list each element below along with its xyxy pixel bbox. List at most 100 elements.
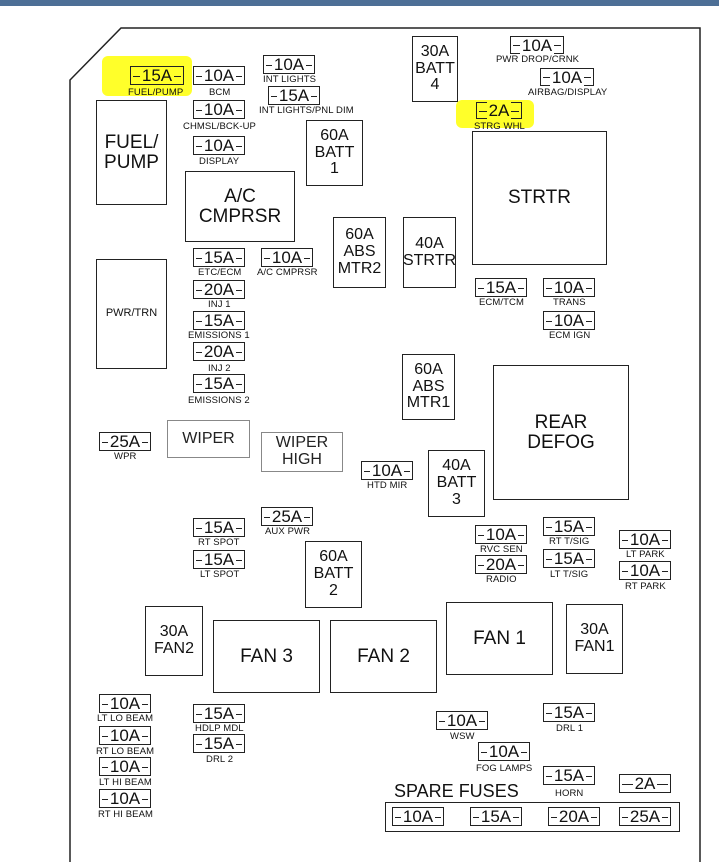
rt-lo-beam-fuse: 10A — [99, 726, 151, 745]
rt-hi-beam-amp: 10A — [107, 789, 143, 808]
lt-tsig-amp: 15A — [551, 549, 587, 568]
strg-whl-label: STRG WHL — [474, 121, 525, 132]
lt-hi-beam-fuse: 10A — [99, 757, 151, 776]
rvc-sen-label: RVC SEN — [480, 544, 523, 555]
rt-lo-beam-label: RT LO BEAM — [96, 746, 155, 757]
horn-fuse: 15A — [543, 766, 595, 785]
horn-label: HORN — [555, 788, 584, 799]
fuel-pump-relay-box: FUEL/ PUMP — [96, 100, 167, 205]
ac-cmprsr-fuse: 10A — [261, 248, 313, 267]
fan2-fuse-box: 30A FAN2 — [145, 606, 203, 676]
drl-2-fuse: 15A — [193, 734, 245, 753]
drl-2-amp: 15A — [201, 734, 237, 753]
bcm-fuse: 10A — [193, 66, 245, 85]
hdlp-mdl-fuse: 15A — [193, 704, 245, 723]
radio-label: RADIO — [486, 574, 517, 585]
trans-fuse: 10A — [543, 278, 595, 297]
aux-pwr-amp: 25A — [269, 507, 305, 526]
wsw-amp: 10A — [444, 711, 480, 730]
spare-2a-amp: 2A — [632, 774, 658, 793]
rear-defog-box: REAR DEFOG — [493, 365, 629, 500]
rvc-sen-fuse: 10A — [475, 525, 527, 544]
int-lights-label: INT LIGHTS — [263, 74, 317, 85]
lt-lo-beam-fuse: 10A — [99, 694, 151, 713]
rt-tsig-amp: 15A — [551, 517, 587, 536]
inj-2-label: INJ 2 — [208, 363, 231, 374]
pwr-drop-crnk-fuse: 10A — [510, 36, 564, 54]
abs-mtr2-box: 60A ABS MTR2 — [333, 217, 386, 288]
batt-3-box: 40A BATT 3 — [428, 450, 485, 517]
fan-1-box: FAN 1 — [446, 602, 553, 675]
lt-spot-fuse: 15A — [193, 550, 245, 569]
lt-lo-beam-amp: 10A — [107, 694, 143, 713]
strtr-fuse-box: 40A STRTR — [403, 217, 456, 288]
ecm-ign-amp: 10A — [551, 311, 587, 330]
etc-ecm-label: ETC/ECM — [198, 267, 242, 278]
wpr-amp: 25A — [107, 432, 143, 451]
wiper-box: WIPER — [167, 420, 250, 458]
airbag-display-fuse: 10A — [540, 68, 594, 86]
trans-label: TRANS — [553, 297, 586, 308]
fan-3-box: FAN 3 — [213, 620, 320, 693]
chmsl-bck-up-amp: 10A — [201, 100, 237, 119]
rt-park-fuse: 10A — [619, 561, 671, 580]
strg-whl-amp: 2A — [486, 101, 512, 120]
strg-whl-fuse: 2A — [476, 102, 522, 119]
batt-2-box: 60A BATT 2 — [305, 541, 362, 608]
trans-amp: 10A — [551, 278, 587, 297]
wiper-high-box: WIPER HIGH — [261, 432, 343, 472]
rt-lo-beam-amp: 10A — [107, 726, 143, 745]
rvc-sen-amp: 10A — [483, 525, 519, 544]
ecm-tcm-label: ECM/TCM — [479, 297, 525, 308]
batt-1-box: 60A BATT 1 — [306, 120, 363, 186]
int-lights-pnl-dim-amp: 15A — [276, 86, 312, 105]
rt-hi-beam-label: RT HI BEAM — [98, 809, 154, 820]
fog-lamps-label: FOG LAMPS — [476, 763, 533, 774]
rt-spot-amp: 15A — [201, 518, 237, 537]
display-label: DISPLAY — [199, 156, 240, 167]
spare-fuses-tray — [385, 802, 680, 832]
ecm-tcm-fuse: 15A — [475, 278, 527, 297]
lt-tsig-label: LT T/SIG — [550, 569, 589, 580]
ecm-ign-fuse: 10A — [543, 311, 595, 330]
spare-15a-fuse: 15A — [470, 807, 522, 826]
etc-ecm-fuse: 15A — [193, 248, 245, 267]
htd-mir-label: HTD MIR — [367, 480, 408, 491]
emissions-1-label: EMISSIONS 1 — [188, 330, 250, 341]
emissions-1-fuse: 15A — [193, 311, 245, 330]
ecm-tcm-amp: 15A — [483, 278, 519, 297]
inj-1-fuse: 20A — [193, 280, 245, 299]
drl-1-fuse: 15A — [543, 703, 595, 722]
lt-hi-beam-label: LT HI BEAM — [99, 777, 152, 788]
ac-cmprsr-relay-box: A/C CMPRSR — [185, 171, 295, 242]
spare-20a-amp: 20A — [556, 807, 592, 826]
abs-mtr1-box: 60A ABS MTR1 — [402, 354, 455, 420]
inj-1-label: INJ 1 — [208, 299, 231, 310]
display-amp: 10A — [201, 136, 237, 155]
drl-2-label: DRL 2 — [206, 754, 234, 765]
drl-1-amp: 15A — [551, 703, 587, 722]
fog-lamps-amp: 10A — [486, 742, 522, 761]
drl-1-label: DRL 1 — [556, 723, 584, 734]
radio-fuse: 20A — [475, 555, 527, 574]
spare-fuses-title: SPARE FUSES — [394, 781, 519, 801]
lt-tsig-fuse: 15A — [543, 549, 595, 568]
spare-20a-fuse: 20A — [548, 807, 600, 826]
emissions-2-label: EMISSIONS 2 — [188, 395, 250, 406]
hdlp-mdl-amp: 15A — [201, 704, 237, 723]
inj-2-amp: 20A — [201, 342, 237, 361]
spare-25a-amp: 25A — [627, 807, 663, 826]
spare-10a-fuse: 10A — [392, 807, 444, 826]
fuel-pump-amp: 15A — [139, 66, 175, 85]
fog-lamps-fuse: 10A — [478, 742, 530, 761]
rt-park-label: RT PARK — [625, 581, 666, 592]
lt-spot-label: LT SPOT — [200, 569, 240, 580]
pwr-drop-crnk-label: PWR DROP/CRNK — [496, 54, 580, 65]
wpr-label: WPR — [114, 451, 137, 462]
wsw-fuse: 10A — [436, 711, 488, 730]
rt-tsig-label: RT T/SIG — [549, 536, 590, 547]
wsw-label: WSW — [450, 731, 475, 742]
bcm-label: BCM — [209, 87, 231, 98]
rt-tsig-fuse: 15A — [543, 517, 595, 536]
